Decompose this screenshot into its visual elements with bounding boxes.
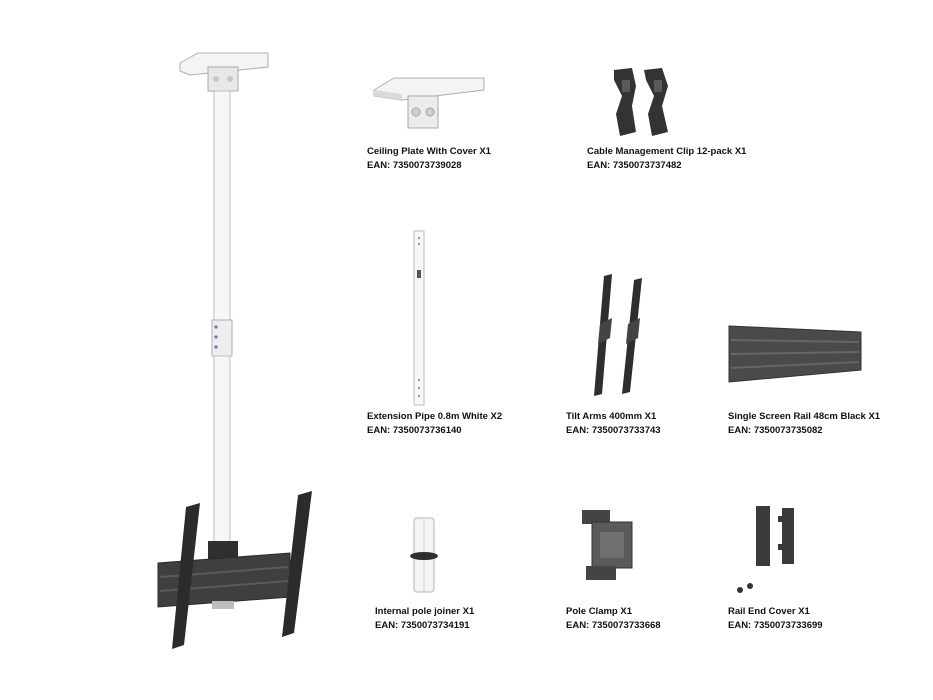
item-name: Pole Clamp X1 xyxy=(566,606,632,617)
item-ean: EAN: 7350073733699 xyxy=(728,620,823,631)
caption-single-screen-rail: Single Screen Rail 48cm Black X1 EAN: 73… xyxy=(728,410,880,438)
item-ean: EAN: 7350073734191 xyxy=(375,620,470,631)
item-name: Rail End Cover X1 xyxy=(728,606,810,617)
item-name: Tilt Arms 400mm X1 xyxy=(566,411,657,422)
rail-end-cover-illustration xyxy=(737,506,794,593)
caption-rail-end-cover: Rail End Cover X1 EAN: 7350073733699 xyxy=(728,605,823,633)
item-name: Extension Pipe 0.8m White X2 xyxy=(367,411,503,422)
caption-extension-pipe: Extension Pipe 0.8m White X2 EAN: 735007… xyxy=(367,410,502,438)
item-ean: EAN: 7350073735082 xyxy=(728,425,823,436)
caption-tilt-arms: Tilt Arms 400mm X1 EAN: 7350073733743 xyxy=(566,410,661,438)
item-ean: EAN: 7350073737482 xyxy=(587,160,682,171)
caption-ceiling-plate: Ceiling Plate With Cover X1 EAN: 7350073… xyxy=(367,145,491,173)
item-ean: EAN: 7350073733743 xyxy=(566,425,661,436)
item-name: Single Screen Rail 48cm Black X1 xyxy=(728,411,881,422)
caption-cable-management-clip: Cable Management Clip 12-pack X1 EAN: 73… xyxy=(587,145,746,173)
tilt-arms-illustration xyxy=(594,274,642,396)
item-ean: EAN: 7350073733668 xyxy=(566,620,661,631)
internal-pole-joiner-illustration xyxy=(410,517,438,593)
item-name: Internal pole joiner X1 xyxy=(375,606,475,617)
caption-pole-clamp: Pole Clamp X1 EAN: 7350073733668 xyxy=(566,605,661,633)
item-name: Cable Management Clip 12-pack X1 xyxy=(587,146,747,157)
assembled-ceiling-mount-illustration xyxy=(157,52,312,649)
single-screen-rail-illustration xyxy=(728,325,862,383)
pole-clamp-illustration xyxy=(582,510,633,580)
item-ean: EAN: 7350073739028 xyxy=(367,160,462,171)
extension-pipe-illustration xyxy=(413,230,425,406)
item-ean: EAN: 7350073736140 xyxy=(367,425,462,436)
ceiling-plate-illustration xyxy=(373,77,485,129)
cable-management-clip-illustration xyxy=(614,68,668,136)
item-name: Ceiling Plate With Cover X1 xyxy=(367,146,491,157)
caption-internal-pole-joiner: Internal pole joiner X1 EAN: 73500737341… xyxy=(375,605,474,633)
